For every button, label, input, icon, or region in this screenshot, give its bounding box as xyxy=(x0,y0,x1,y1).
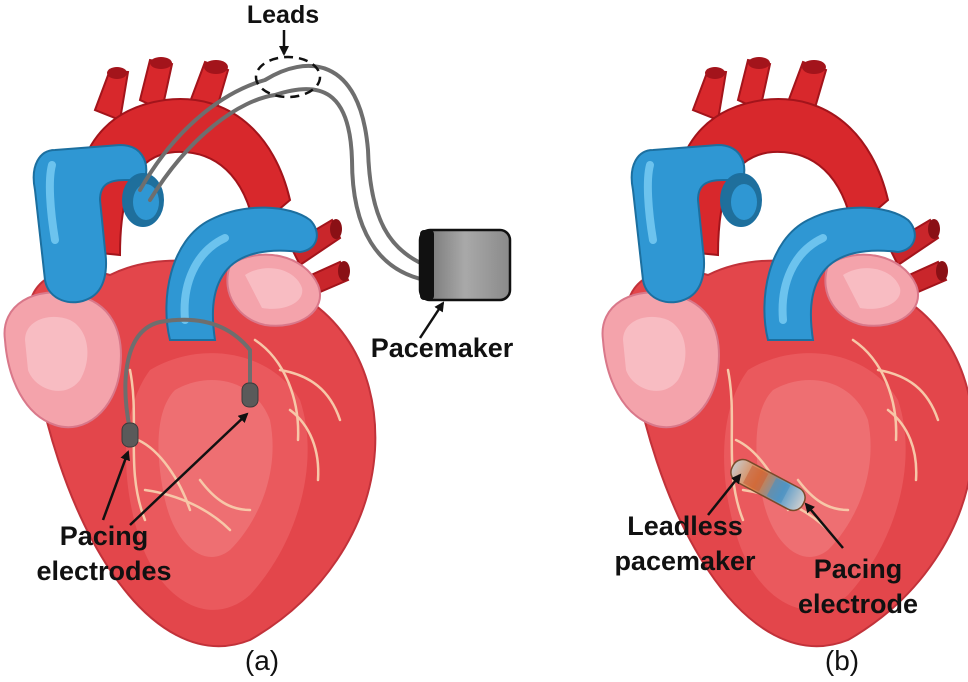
leads-highlight-ellipse xyxy=(254,55,322,99)
panel-b-caption: (b) xyxy=(825,645,859,676)
panel-a-caption: (a) xyxy=(245,645,279,676)
pacing-electrode-arrow xyxy=(804,502,844,549)
leads-label: Leads xyxy=(247,1,319,29)
lead-wires xyxy=(123,63,427,432)
pacing-electrode-label-line1: Pacing xyxy=(814,554,903,584)
leadless-pacemaker-arrow xyxy=(707,473,742,516)
pacemaker-label: Pacemaker xyxy=(371,333,514,363)
electrode-arrow-left xyxy=(101,450,130,521)
pacemaker-device xyxy=(418,228,512,302)
leadless-pacemaker-label-line2: pacemaker xyxy=(614,546,756,576)
pacing-electrode-right xyxy=(241,382,259,408)
pacemaker-arrow xyxy=(418,301,445,339)
electrode-arrow-right xyxy=(129,412,249,526)
pacing-electrodes-label-line2: electrodes xyxy=(36,556,171,586)
pacing-electrode-label-line2: electrode xyxy=(798,589,918,619)
leadless-pacemaker-label-line1: Leadless xyxy=(627,511,743,541)
pacing-electrodes-label-line1: Pacing xyxy=(60,521,149,551)
pacing-electrode-left xyxy=(121,422,139,448)
leadless-pacemaker-capsule xyxy=(730,458,806,512)
panel-b: Leadless pacemaker Pacing electrode (b) xyxy=(603,57,968,676)
panel-a: Leads Pacemaker Pacing electrodes (a) xyxy=(5,1,514,676)
